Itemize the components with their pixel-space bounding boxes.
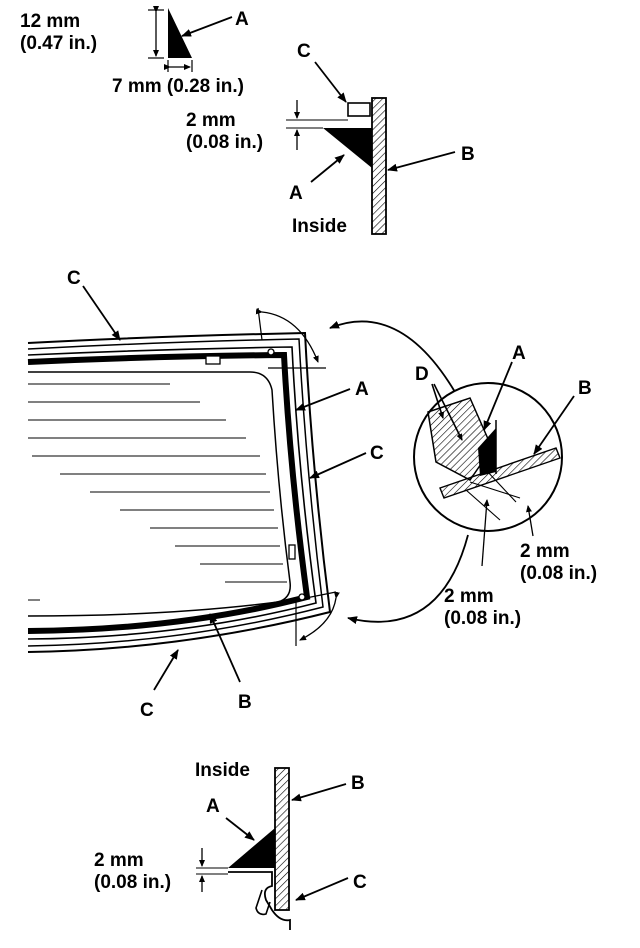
detail-dim-bottom-mm: 2 mm (444, 586, 494, 607)
upper-gap-mm: 2 mm (186, 110, 236, 131)
glass-shading-lines (28, 383, 287, 601)
upper-label-c: C (297, 41, 311, 62)
detail-label-a: A (512, 343, 526, 364)
upper-gap-in: (0.08 in.) (186, 132, 263, 153)
bead-upper (323, 128, 372, 168)
detail-bead (478, 428, 496, 476)
bead-lower (228, 828, 275, 868)
outer-molding-c (27, 331, 332, 653)
glass-section-lower (274, 767, 290, 911)
lower-label-a: A (206, 796, 220, 817)
molding-c-lower (228, 871, 291, 930)
lower-cross-section: 2 mm (0.08 in.) Inside B A C (94, 760, 367, 930)
detail-circle: D A B 2 mm (0.08 in.) 2 mm (0.08 in.) (413, 343, 597, 629)
bead-label-a: A (235, 9, 249, 30)
lower-label-c: C (353, 872, 367, 893)
urethane-bead-band (27, 351, 311, 634)
windshield-label-c-bottom: C (140, 700, 154, 721)
windshield-view: C A C C B (27, 268, 469, 721)
windshield-label-a: A (355, 379, 369, 400)
bead-height-mm: 12 mm (20, 11, 80, 32)
upper-label-a: A (289, 183, 303, 204)
upper-label-b: B (461, 144, 475, 165)
glass-section (371, 97, 387, 235)
detail-label-b: B (578, 378, 592, 399)
detail-dim-right-mm: 2 mm (520, 541, 570, 562)
upper-cross-section: 2 mm (0.08 in.) C A B Inside (186, 41, 475, 237)
detail-dim-bottom-in: (0.08 in.) (444, 608, 521, 629)
lower-gap-in: (0.08 in.) (94, 872, 171, 893)
bead-width: 7 mm (0.28 in.) (112, 76, 244, 97)
molding-c-upper (347, 102, 371, 117)
urethane-bead-triangle (168, 8, 192, 58)
lower-gap-mm: 2 mm (94, 850, 144, 871)
windshield-label-b: B (238, 692, 252, 713)
windshield-label-c-right: C (370, 443, 384, 464)
lower-inside-label: Inside (195, 760, 250, 781)
windshield-label-c-top: C (67, 268, 81, 289)
bead-dimension-detail: 12 mm (0.47 in.) 7 mm (0.28 in.) A (20, 6, 249, 97)
lower-label-b: B (351, 773, 365, 794)
upper-inside-label: Inside (292, 216, 347, 237)
bead-height-in: (0.47 in.) (20, 33, 97, 54)
detail-label-d: D (415, 364, 429, 385)
detail-dim-right-in: (0.08 in.) (520, 563, 597, 584)
